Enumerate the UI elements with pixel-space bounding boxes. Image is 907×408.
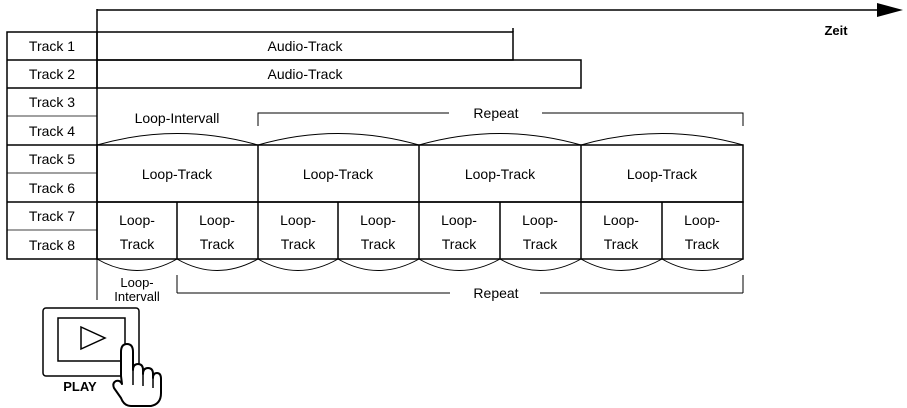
loop-interval-label-line2: Intervall (114, 289, 160, 304)
small-loop-label-line2: Track (604, 236, 639, 252)
track-label: Track 4 (29, 123, 75, 139)
track-label: Track 3 (29, 94, 75, 110)
small-loop-label-line2: Track (361, 236, 396, 252)
track-label: Track 1 (29, 38, 75, 54)
small-loop-label-line1: Loop- (280, 212, 316, 228)
small-loop-label-line1: Loop- (441, 212, 477, 228)
time-axis: Zeit (96, 3, 903, 38)
track-label: Track 8 (29, 237, 75, 253)
repeat-label: Repeat (473, 285, 518, 301)
track-label-column: Track 1 Track 2 Track 3 Track 4 Track 5 … (6, 31, 98, 260)
play-label: PLAY (63, 379, 97, 394)
small-loop-label-line1: Loop- (522, 212, 558, 228)
small-loop-label-line2: Track (120, 236, 155, 252)
small-loop-label-line2: Track (523, 236, 558, 252)
track-label: Track 7 (29, 208, 75, 224)
audio-track-label: Audio-Track (268, 38, 344, 54)
repeat-label: Repeat (473, 105, 518, 121)
play-button[interactable]: PLAY (42, 307, 162, 407)
track-label: Track 5 (29, 151, 75, 167)
small-loop-label-line2: Track (200, 236, 235, 252)
small-loop-label-line1: Loop- (603, 212, 639, 228)
lower-interval-bracket: Loop- Intervall Repeat (96, 258, 744, 304)
loop-track-label: Loop-Track (465, 166, 536, 182)
loop-track-label: Loop-Track (303, 166, 374, 182)
small-loop-label-line1: Loop- (360, 212, 396, 228)
small-loop-track-row: Loop- Track Loop- Track Loop- Track Loop… (96, 201, 744, 260)
small-loop-label-line1: Loop- (119, 212, 155, 228)
small-loop-label-line2: Track (281, 236, 316, 252)
time-axis-label: Zeit (824, 23, 848, 38)
small-loop-label-line1: Loop- (684, 212, 720, 228)
small-loop-label-line1: Loop- (199, 212, 235, 228)
audio-track-label: Audio-Track (268, 66, 344, 82)
play-triangle-icon (80, 325, 107, 351)
arrow-head-icon (877, 3, 903, 17)
hand-pointer-icon (112, 343, 162, 407)
loop-interval-label-line1: Loop- (120, 275, 153, 290)
audio-track-1: Audio-Track (96, 28, 514, 61)
loop-track-label: Loop-Track (142, 166, 213, 182)
loop-interval-label: Loop-Intervall (135, 110, 220, 126)
small-loop-label-line2: Track (442, 236, 477, 252)
small-loop-label-line2: Track (685, 236, 720, 252)
audio-track-2: Audio-Track (96, 59, 582, 89)
loop-track-row: Loop-Track Loop-Track Loop-Track Loop-Tr… (96, 144, 744, 203)
upper-interval-bracket: Loop-Intervall Repeat (96, 105, 744, 146)
loop-track-label: Loop-Track (627, 166, 698, 182)
track-label: Track 6 (29, 180, 75, 196)
track-label: Track 2 (29, 66, 75, 82)
